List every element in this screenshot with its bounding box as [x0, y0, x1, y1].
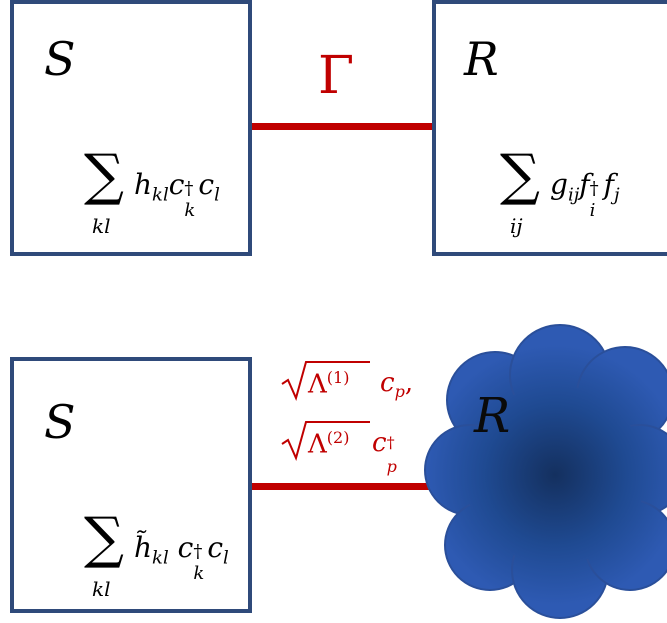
term-sub: kl: [152, 185, 169, 206]
op1-symbol: c: [169, 168, 185, 201]
op2-symbol: c: [207, 531, 223, 564]
op-symbol: c: [380, 368, 395, 398]
term-sub: ij: [568, 185, 579, 206]
op1-sub: k: [184, 200, 195, 221]
op1-sup: †: [193, 541, 202, 562]
summation-icon: ∑: [84, 148, 124, 204]
sum-index: kl: [92, 214, 111, 238]
sum-index: ij: [510, 214, 523, 238]
system-label-bottom: S: [44, 399, 76, 445]
lambda-symbol: Λ: [308, 370, 327, 400]
op2-sub: l: [214, 185, 220, 206]
lambda-symbol: Λ: [308, 430, 327, 460]
term-sub: kl: [152, 548, 169, 569]
reservoir-label-top: R: [464, 36, 499, 82]
system-label-top: S: [44, 36, 76, 82]
op1-symbol: f: [579, 168, 589, 201]
op1-sub: k: [193, 563, 204, 584]
op1-sup: †: [590, 178, 599, 199]
reservoir-label-bottom: R: [474, 392, 510, 440]
coupling-line-top: [252, 123, 433, 130]
op2-symbol: f: [604, 168, 614, 201]
op2-sub: l: [223, 548, 229, 569]
sum-index: kl: [92, 577, 111, 601]
coupling-line-bottom: [252, 483, 452, 490]
op2-sub: j: [614, 185, 620, 206]
op-sub: p: [395, 382, 405, 401]
term-symbol: g: [550, 168, 568, 201]
summation-icon: ∑: [500, 148, 540, 204]
op-symbol: c: [372, 428, 387, 458]
term-symbol: h̃: [134, 531, 152, 564]
term-symbol: h: [134, 168, 152, 201]
op-tail: ,: [405, 368, 413, 398]
lambda-sup: (2): [327, 428, 350, 447]
op1-symbol: c: [178, 531, 194, 564]
op1-sup: †: [184, 178, 193, 199]
op1-sub: i: [590, 200, 596, 221]
coupling-label-top: Γ: [318, 50, 354, 102]
lambda-sup: (1): [327, 368, 350, 387]
op-sub: p: [387, 457, 397, 476]
op2-symbol: c: [198, 168, 214, 201]
summation-icon: ∑: [84, 511, 124, 567]
op-sup: †: [387, 433, 395, 452]
